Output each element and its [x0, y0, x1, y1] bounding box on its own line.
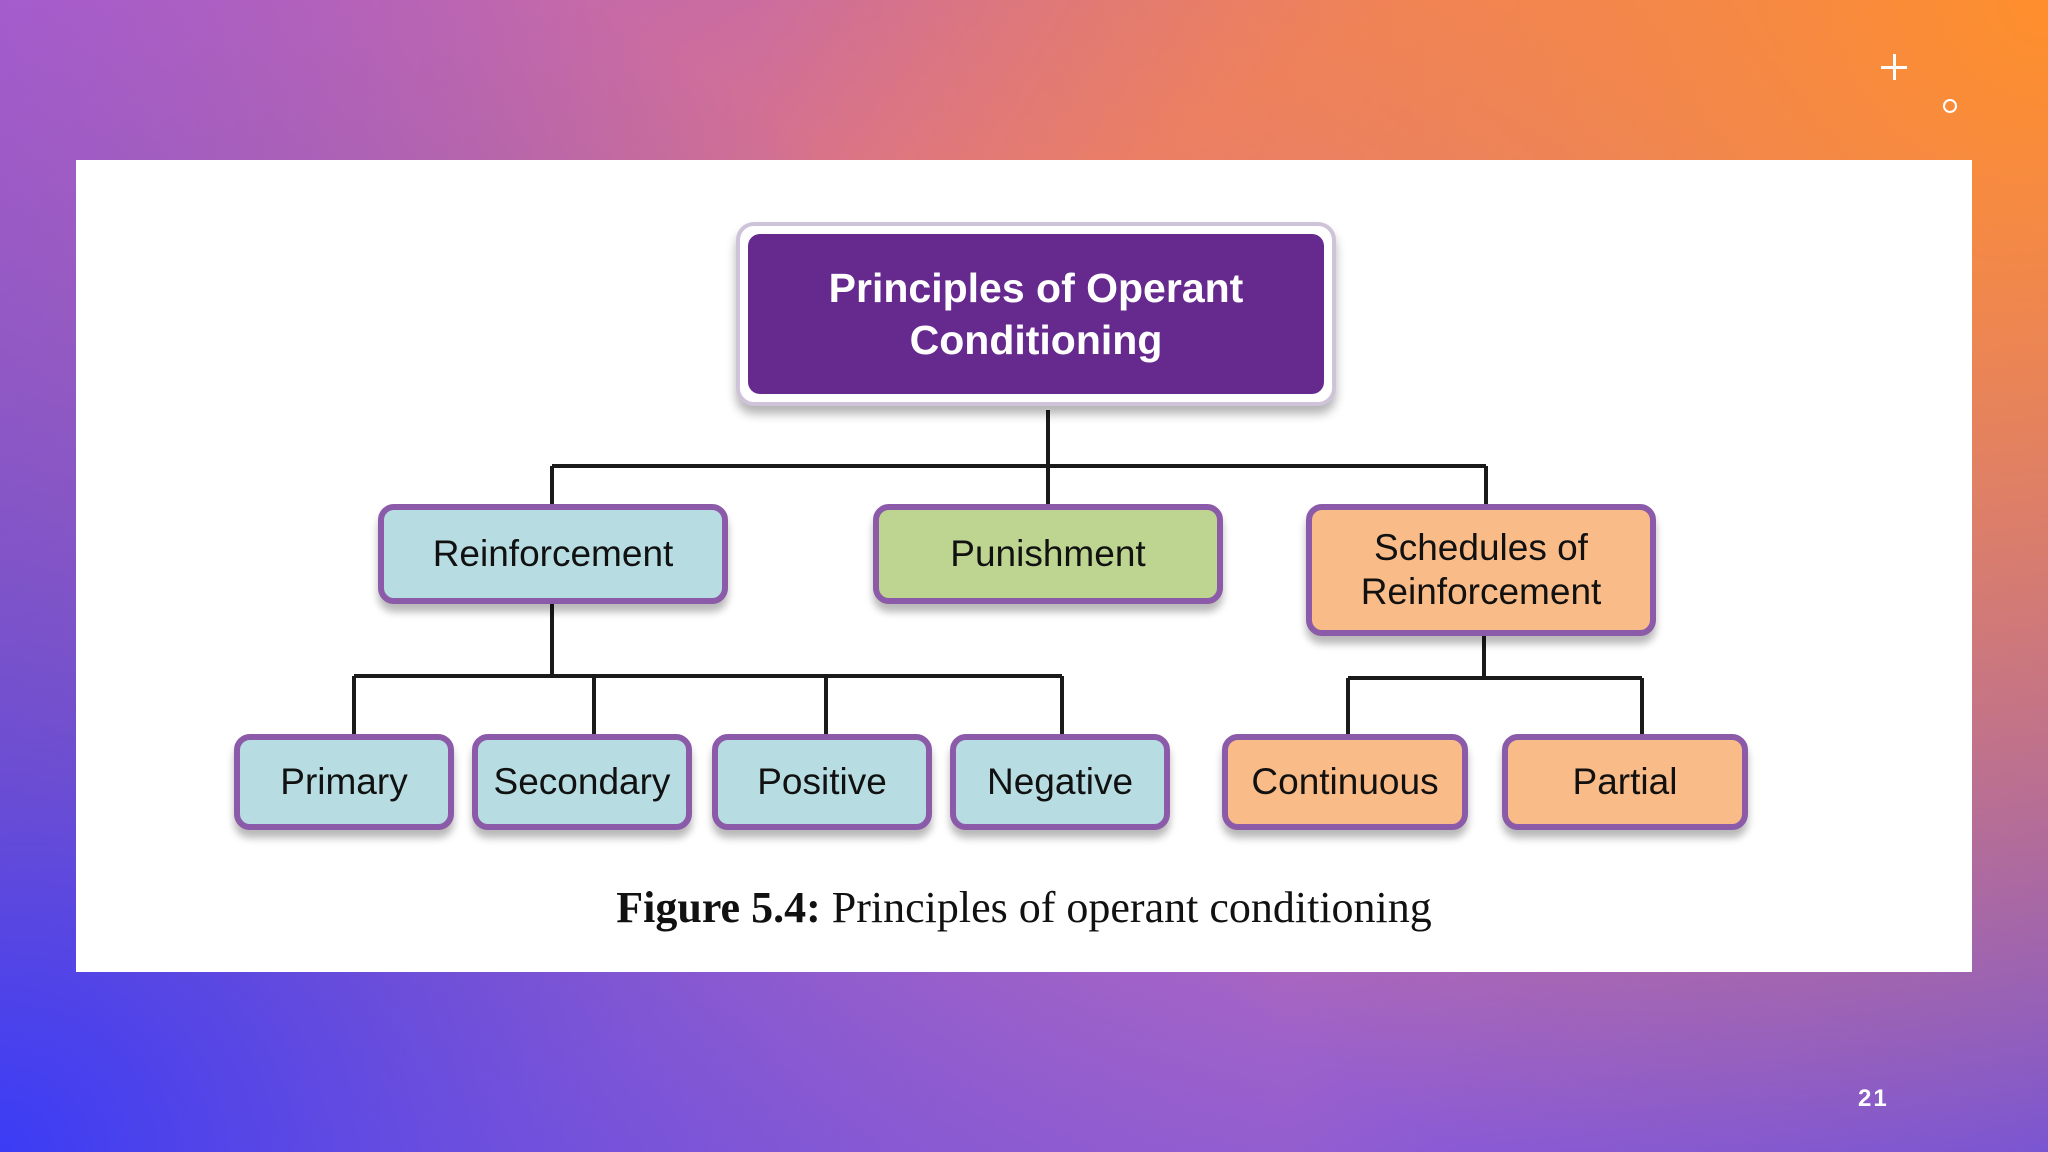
- root-node: Principles of Operant Conditioning: [736, 222, 1336, 406]
- node-schedules-of-reinforcement: Schedules of Reinforcement: [1306, 504, 1656, 636]
- node-negative: Negative: [950, 734, 1170, 830]
- node-punishment: Punishment: [873, 504, 1223, 604]
- node-continuous: Continuous: [1222, 734, 1468, 830]
- connector-lines: [352, 410, 1644, 734]
- node-secondary: Secondary: [472, 734, 692, 830]
- page-number: 21: [1858, 1085, 1889, 1112]
- figure-caption: Figure 5.4: Principles of operant condit…: [76, 882, 1972, 933]
- node-partial: Partial: [1502, 734, 1748, 830]
- figure-panel: Principles of Operant Conditioning Reinf…: [76, 160, 1972, 972]
- node-positive: Positive: [712, 734, 932, 830]
- node-primary: Primary: [234, 734, 454, 830]
- plus-icon: [1881, 54, 1907, 80]
- caption-text: Principles of operant conditioning: [831, 883, 1432, 932]
- node-reinforcement: Reinforcement: [378, 504, 728, 604]
- caption-label: Figure 5.4:: [616, 883, 821, 932]
- circle-icon: [1943, 99, 1957, 113]
- root-node-label: Principles of Operant Conditioning: [748, 234, 1324, 394]
